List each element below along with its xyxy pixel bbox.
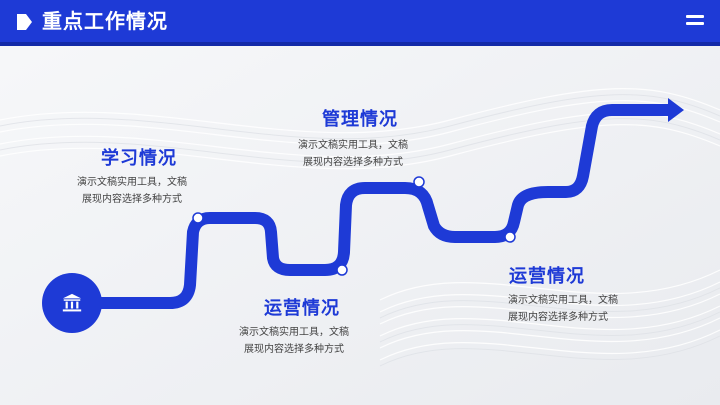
section-desc-study: 演示文稿实用工具，文稿 展现内容选择多种方式 [72,174,192,208]
section-title-study: 学习情况 [101,148,177,169]
milestone-dot-2 [336,264,348,276]
section-desc-line: 演示文稿实用工具，文稿 [298,140,408,151]
milestone-dot-4 [504,231,516,243]
flag-arrow-icon [14,14,32,30]
section-desc-operations-right: 演示文稿实用工具，文稿 展现内容选择多种方式 [508,292,638,326]
bank-icon [62,293,82,312]
menu-icon[interactable] [686,15,704,29]
section-desc-line: 演示文稿实用工具，文稿 [239,327,349,338]
section-desc-operations: 演示文稿实用工具，文稿 展现内容选择多种方式 [234,324,354,358]
section-desc-line: 演示文稿实用工具，文稿 [77,177,187,188]
arrow-head [668,98,684,122]
section-title-operations-right: 运营情况 [509,266,585,287]
section-desc-line: 展现内容选择多种方式 [82,194,182,205]
section-desc-line: 展现内容选择多种方式 [508,312,608,323]
section-title-management: 管理情况 [322,109,398,130]
header-bar [0,0,720,42]
section-title-operations: 运营情况 [264,298,340,319]
milestone-dot-3 [413,176,425,188]
section-desc-line: 展现内容选择多种方式 [303,157,403,168]
section-desc-management: 演示文稿实用工具，文稿 展现内容选择多种方式 [293,137,413,171]
milestone-dot-1 [192,212,204,224]
section-desc-line: 演示文稿实用工具，文稿 [508,295,618,306]
section-desc-line: 展现内容选择多种方式 [244,344,344,355]
page-title: 重点工作情况 [42,9,168,33]
header-underline [0,42,720,46]
